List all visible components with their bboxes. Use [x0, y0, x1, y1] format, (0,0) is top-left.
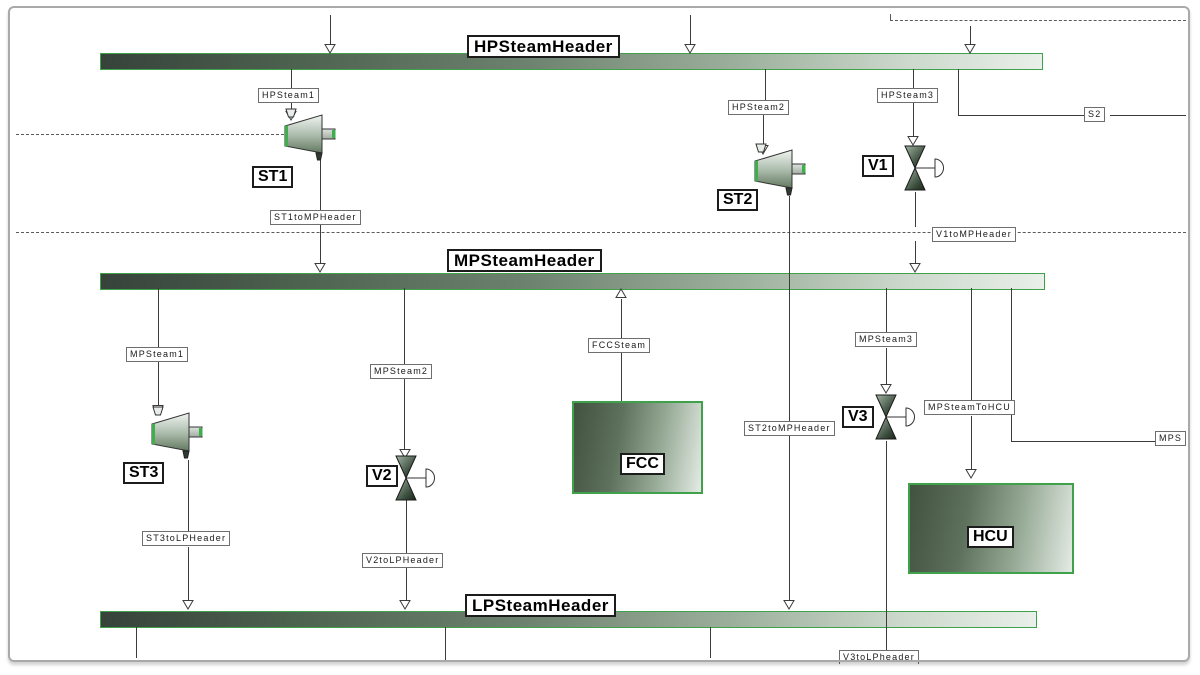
- connector-line: [158, 288, 159, 347]
- v3-label[interactable]: V3: [842, 406, 874, 428]
- connector-line: [291, 69, 292, 88]
- st1-label[interactable]: ST1: [252, 166, 294, 188]
- st2-label[interactable]: ST2: [717, 189, 759, 211]
- flow-arrow-down-icon: [783, 600, 795, 610]
- connector-line: [1110, 115, 1186, 116]
- connector-line: [789, 436, 790, 600]
- connector-line: [188, 547, 189, 600]
- connector-line: [136, 627, 137, 658]
- turbine-st1-icon[interactable]: [281, 108, 339, 162]
- stream-label-st2tomp[interactable]: ST2toMPHeader: [744, 421, 835, 436]
- stream-label-mpsteamtohcu[interactable]: MPSteamToHCU: [924, 400, 1015, 415]
- connector-line: [320, 160, 321, 210]
- stream-label-mps[interactable]: MPS: [1155, 431, 1187, 446]
- lp-header-title[interactable]: LPSteamHeader: [465, 594, 616, 617]
- stream-label-v3tolp[interactable]: V3toLPheader: [839, 650, 919, 665]
- flow-arrow-down-icon: [684, 44, 696, 54]
- st3-label[interactable]: ST3: [123, 462, 165, 484]
- flow-arrow-up-icon: [615, 288, 627, 298]
- stream-label-hpsteam3[interactable]: HPSteam3: [877, 88, 939, 103]
- connector-line: [1011, 441, 1157, 442]
- stream-label-v1tomp[interactable]: V1toMPHeader: [932, 227, 1016, 242]
- connector-line: [690, 15, 691, 45]
- stream-label-v2tolp[interactable]: V2toLPHeader: [362, 553, 444, 568]
- flow-arrow-down-icon: [909, 263, 921, 273]
- hp-header-title[interactable]: HPSteamHeader: [467, 35, 620, 58]
- flow-arrow-down-icon: [314, 263, 326, 273]
- stream-label-fccsteam[interactable]: FCCSteam: [588, 338, 651, 353]
- stream-label-s2[interactable]: S2: [1084, 107, 1106, 122]
- connector-line: [886, 288, 887, 332]
- connector-line: [971, 416, 972, 469]
- connector-line: [913, 69, 914, 88]
- connector-line: [886, 441, 887, 650]
- flow-arrow-down-icon: [399, 449, 411, 459]
- connector-line: [406, 568, 407, 600]
- fcc-label[interactable]: FCC: [620, 453, 665, 475]
- connector-line: [970, 26, 971, 45]
- block-fcc[interactable]: FCC: [572, 401, 703, 494]
- mp-steam-header-bar[interactable]: [100, 273, 1045, 290]
- flow-arrow-down-icon: [964, 44, 976, 54]
- stream-label-mpsteam3[interactable]: MPSteam3: [855, 332, 918, 347]
- stream-label-st1tomp[interactable]: ST1toMPHeader: [270, 210, 361, 225]
- connector-line: [406, 498, 407, 553]
- connector-line: [915, 192, 916, 227]
- flow-arrow-down-icon: [182, 600, 194, 610]
- stream-label-mpsteam1[interactable]: MPSteam1: [126, 347, 189, 362]
- stream-label-hpsteam1[interactable]: HPSteam1: [258, 88, 320, 103]
- block-hcu[interactable]: HCU: [908, 483, 1074, 574]
- dashed-signal-line: [16, 134, 284, 135]
- valve-v3-icon[interactable]: [875, 393, 917, 443]
- flow-arrow-down-icon: [880, 384, 892, 394]
- connector-line: [445, 627, 446, 660]
- connector-line: [765, 69, 766, 100]
- turbine-st2-icon[interactable]: [751, 143, 809, 197]
- valve-v2-icon[interactable]: [395, 454, 437, 504]
- flow-arrow-down-icon: [399, 600, 411, 610]
- connector-line: [621, 299, 622, 338]
- connector-line: [886, 348, 887, 384]
- connector-line: [958, 69, 959, 115]
- connector-line: [404, 288, 405, 364]
- connector-line: [913, 103, 914, 136]
- connector-line: [915, 241, 916, 264]
- v1-label[interactable]: V1: [862, 155, 894, 177]
- stream-label-st3tolp[interactable]: ST3toLPHeader: [142, 531, 231, 546]
- hcu-label[interactable]: HCU: [967, 526, 1014, 548]
- connector-line: [291, 103, 292, 112]
- connector-line: [621, 353, 622, 401]
- stream-label-mpsteam2[interactable]: MPSteam2: [370, 364, 433, 379]
- connector-line: [320, 225, 321, 264]
- connector-line: [971, 288, 972, 400]
- connector-line: [1011, 288, 1012, 441]
- connector-line: [958, 115, 1085, 116]
- connector-line: [158, 362, 159, 406]
- connector-line: [188, 460, 189, 531]
- dashed-signal-line: [890, 20, 1186, 21]
- stream-label-hpsteam2[interactable]: HPSteam2: [728, 100, 790, 115]
- connector-line: [710, 627, 711, 658]
- mp-header-title[interactable]: MPSteamHeader: [447, 249, 602, 272]
- turbine-st3-icon[interactable]: [148, 406, 206, 460]
- connector-line: [763, 114, 764, 146]
- flow-arrow-down-icon: [324, 44, 336, 54]
- valve-v1-icon[interactable]: [904, 144, 946, 194]
- flow-arrow-down-icon: [965, 469, 977, 479]
- connector-line: [789, 196, 790, 421]
- dashed-signal-line: [16, 232, 1186, 233]
- connector-line: [404, 379, 405, 449]
- flow-arrow-down-icon: [907, 136, 919, 146]
- v2-label[interactable]: V2: [366, 465, 398, 487]
- connector-line: [330, 15, 331, 45]
- bottom-margin: [0, 664, 1200, 675]
- dashed-line-tick: [890, 14, 891, 21]
